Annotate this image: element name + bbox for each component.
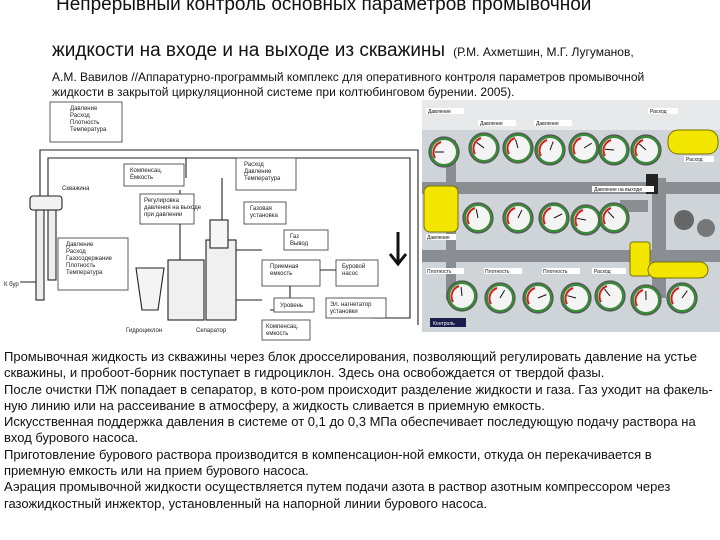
diagram-label-mud-pump-0: Буровой: [342, 263, 365, 270]
control-panel-illustration: Давление Давление Давление Расход Расход…: [422, 100, 720, 332]
photo-label-bottom-1: Плотность: [427, 269, 452, 275]
pressure-gauge-icon: [502, 202, 534, 234]
pressure-gauge-icon: [446, 280, 478, 312]
photo-label-control: Давление: [427, 235, 450, 241]
title-line-1: Непрерывный контроль основных параметров…: [56, 0, 592, 15]
pressure-gauge-icon: [502, 132, 534, 164]
paragraph-3: Искусственная поддержка давления в систе…: [4, 414, 696, 446]
diagram-label-inlet-params-0: Давление: [70, 106, 98, 112]
pressure-gauge-icon: [484, 282, 516, 314]
box-compensation: [123, 163, 185, 187]
pressure-gauge-icon: [630, 284, 662, 316]
photo-label-bottom-2: Плотность: [485, 269, 510, 275]
photo-label-bottom-4: Расход: [594, 269, 611, 275]
pressure-gauge-icon: [428, 136, 460, 168]
pressure-gauge-icon: [570, 204, 602, 236]
diagram-label-level: Уровень: [280, 303, 303, 309]
box-level: [273, 297, 315, 313]
diagram-label-flow-params-1: Давление: [244, 169, 272, 175]
diagram-label-level-control-0: Регулировка: [144, 198, 180, 204]
citation-authors: (Р.М. Ахметшин, М.Г. Лугуманов,: [453, 45, 634, 59]
pressure-gauge-icon: [598, 202, 630, 234]
pressure-gauge-icon: [560, 282, 592, 314]
photo-label-top-right: Расход: [650, 109, 667, 115]
pressure-gauge-icon: [568, 132, 600, 164]
photo-label-pressure-in: Давление: [480, 121, 503, 127]
photo-label-bottom-3: Плотность: [543, 269, 568, 275]
diagram-label-nitrogen-compressor-1: установки: [330, 309, 358, 315]
diagram-label-outlet-params-0: Давление: [66, 242, 94, 248]
diagram-label-level-control-1: давления на выходе: [144, 205, 202, 211]
box-level-control: [139, 193, 195, 225]
photo-label-flow: Расход: [686, 157, 703, 163]
pressure-gauge-icon: [630, 134, 662, 166]
photo-label-middle: Давление на выходе: [594, 187, 642, 193]
box-compensation-2: [261, 319, 311, 341]
box-flow-params: [235, 157, 297, 191]
schematic-diagram: ДавлениеРасходПлотностьТемператураСкважи…: [4, 101, 419, 341]
title-line-2: жидкости на входе и на выходе из скважин…: [52, 40, 634, 62]
diagram-label-gas-unit-0: Газовая: [250, 206, 272, 212]
box-gas-unit: [243, 201, 287, 225]
diagram-label-compensation-tank-2-0: Компенсац.: [266, 324, 299, 330]
diagram-label-separator: Сепаратор: [196, 328, 227, 334]
diagram-label-outlet-params-3: Плотность: [66, 263, 95, 269]
diagram-label-outlet-params-1: Расход: [66, 249, 86, 255]
photo-caption: Контроль: [433, 321, 455, 327]
paragraph-1: Промывочная жидкость из скважины через б…: [4, 349, 698, 381]
diagram-label-inlet-params-3: Температура: [70, 127, 107, 133]
diagram-label-inlet-params-2: Плотность: [70, 120, 99, 126]
diagram-label-outlet-params-4: Температура: [66, 270, 103, 276]
pressure-gauge-icon: [522, 282, 554, 314]
diagram-label-hydrocyclone: Гидроциклон: [126, 328, 162, 334]
pressure-gauge-icon: [598, 134, 630, 166]
photo-label-top-left: Давление: [428, 109, 451, 115]
box-nitrogen-compressor: [325, 297, 387, 319]
diagram-label-inlet-params-1: Расход: [70, 113, 90, 119]
control-panel-photo: Давление Давление Давление Расход Расход…: [422, 100, 720, 332]
diagram-label-level-control-2: при давлении: [144, 212, 182, 218]
diagram-label-gas-flow-1: Вывод: [290, 241, 309, 247]
diagram-label-outlet-params-2: Газосодержание: [66, 256, 113, 262]
title-main: жидкости на входе и на выходе из скважин…: [52, 40, 446, 61]
photo-label-pressure-out: Давление: [536, 121, 559, 127]
box-gas-flow: [283, 229, 329, 251]
box-inlet-params: [49, 101, 123, 143]
pressure-gauge-icon: [538, 202, 570, 234]
box-mud-pump: [335, 259, 379, 287]
pressure-gauge-icon: [534, 134, 566, 166]
diagram-label-receiving-tank-1: емкость: [270, 271, 292, 277]
diagram-label-to-mud: К бур: [4, 282, 19, 288]
diagram-label-receiving-tank-0: Приемная: [270, 264, 298, 270]
diagram-label-flow-params-0: Расход: [244, 162, 264, 168]
diagram-label-compensation-tank-2-1: емкость: [266, 331, 288, 337]
diagram-label-gas-unit-1: установка: [250, 213, 279, 219]
diagram-label-nitrogen-compressor-0: Эл. нагнетатор: [330, 302, 372, 308]
diagram-label-compensation-tank-1: Ёмкость: [130, 174, 153, 181]
citation-source: А.М. Вавилов //Аппаратурно-программый ко…: [52, 70, 645, 99]
pressure-gauge-icon: [666, 282, 698, 314]
pressure-gauge-icon: [594, 280, 626, 312]
paragraph-5: Аэрация промывочной жидкости осуществляе…: [4, 479, 671, 511]
box-receiving-tank: [261, 259, 321, 287]
box-outlet-params: [57, 237, 129, 291]
diagram-label-flow-params-2: Температура: [244, 176, 281, 182]
diagram-label-mud-pump-1: насос: [342, 271, 358, 277]
paragraph-2: После очистки ПЖ попадает в сепаратор, в…: [4, 381, 713, 413]
pressure-gauge-icon: [462, 202, 494, 234]
body-text: Промывочная жидкость из скважины через б…: [4, 349, 716, 512]
pressure-gauge-icon: [468, 132, 500, 164]
paragraph-4: Приготовление бурового раствора производ…: [4, 446, 652, 479]
diagram-label-well: Скважина: [62, 186, 90, 192]
diagram-label-compensation-tank-0: Компенсац.: [130, 168, 163, 174]
diagram-label-gas-flow-0: Газ: [290, 234, 299, 240]
